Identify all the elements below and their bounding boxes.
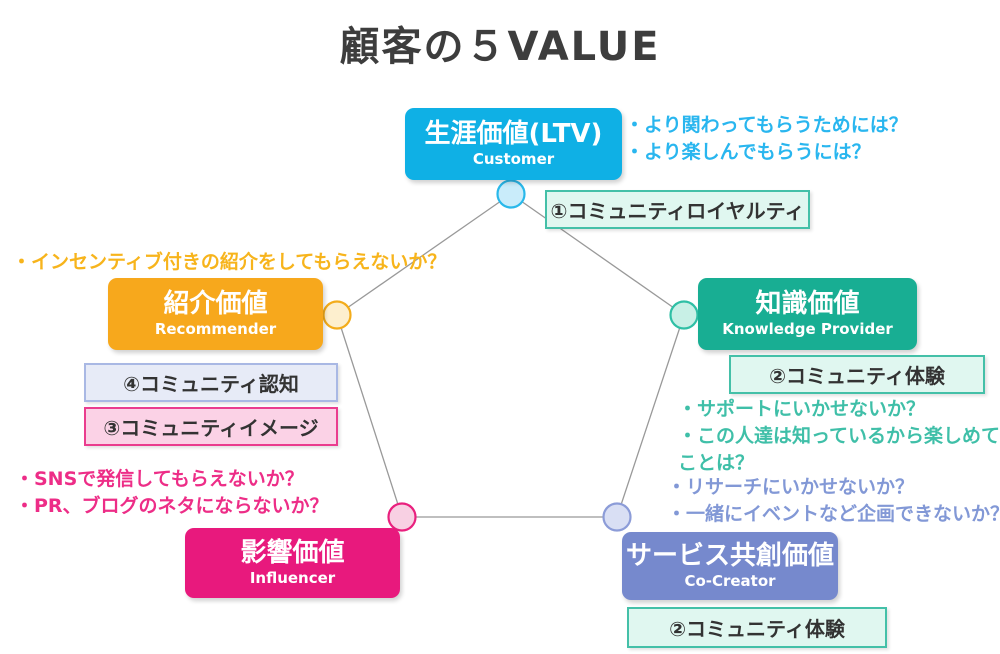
- value-subtitle: Influencer: [249, 569, 336, 588]
- annotation-line: ・サポートにいかせないか？: [678, 398, 926, 420]
- vertex-node-customer: [496, 179, 526, 209]
- value-title: 紹介価値: [163, 288, 268, 319]
- vertex-node-knowledge: [669, 300, 699, 330]
- value-box-knowledge: 知識価値 Knowledge Provider: [698, 278, 917, 350]
- annotation-line: ことは？: [678, 452, 755, 474]
- tag-community-image: ③コミュニティイメージ: [84, 407, 338, 446]
- value-box-recommender: 紹介価値 Recommender: [108, 278, 323, 350]
- tag-community-experience-right: ②コミュニティ体験: [729, 355, 985, 394]
- annotation-knowledge: ・サポートにいかせないか？ ・この人達は知っているから楽しめている ことは？: [678, 396, 1000, 477]
- value-subtitle: Customer: [472, 150, 555, 169]
- annotation-line: ・より関わってもらうためには？: [625, 114, 908, 136]
- value-subtitle: Recommender: [154, 320, 277, 339]
- vertex-node-recommender: [322, 300, 352, 330]
- annotation-line: ・リサーチにいかせないか？: [667, 476, 915, 498]
- tag-community-awareness: ④コミュニティ認知: [84, 363, 338, 402]
- value-title: 知識価値: [755, 288, 860, 319]
- annotation-customer: ・より関わってもらうためには？ ・より楽しんでもらうには？: [625, 112, 908, 166]
- value-box-cocreator: サービス共創価値 Co-Creator: [622, 532, 838, 600]
- value-subtitle: Knowledge Provider: [722, 320, 893, 339]
- vertex-node-cocreator: [602, 502, 632, 532]
- tag-community-experience-bottom: ②コミュニティ体験: [627, 607, 887, 648]
- tag-community-loyalty: ①コミュニティロイヤルティ: [545, 190, 810, 229]
- value-title: 影響価値: [240, 537, 345, 568]
- annotation-line: ・この人達は知っているから楽しめている: [678, 425, 1000, 447]
- value-title: 生涯価値(LTV): [424, 118, 603, 149]
- annotation-line: ・SNSで発信してもらえないか？: [15, 468, 304, 490]
- annotation-line: ・一緒にイベントなど企画できないか？: [667, 503, 1000, 525]
- pentagon-edges: [336, 193, 685, 518]
- value-subtitle: Co-Creator: [684, 572, 776, 591]
- annotation-line: ・インセンティブ付きの紹介をしてもらえないか？: [12, 251, 447, 273]
- annotation-line: ・PR、ブログのネタにならないか？: [15, 495, 329, 517]
- value-title: サービス共創価値: [625, 540, 834, 571]
- annotation-cocreator: ・リサーチにいかせないか？ ・一緒にイベントなど企画できないか？: [667, 474, 1000, 528]
- vertex-node-influencer: [387, 502, 417, 532]
- annotation-line: ・より楽しんでもらうには？: [625, 141, 871, 163]
- annotation-influencer: ・SNSで発信してもらえないか？ ・PR、ブログのネタにならないか？: [15, 466, 329, 520]
- page-title: 顧客の５VALUE: [339, 24, 661, 70]
- value-box-influencer: 影響価値 Influencer: [185, 528, 400, 598]
- value-box-customer: 生涯価値(LTV) Customer: [405, 108, 622, 180]
- annotation-recommender: ・インセンティブ付きの紹介をしてもらえないか？: [12, 249, 446, 276]
